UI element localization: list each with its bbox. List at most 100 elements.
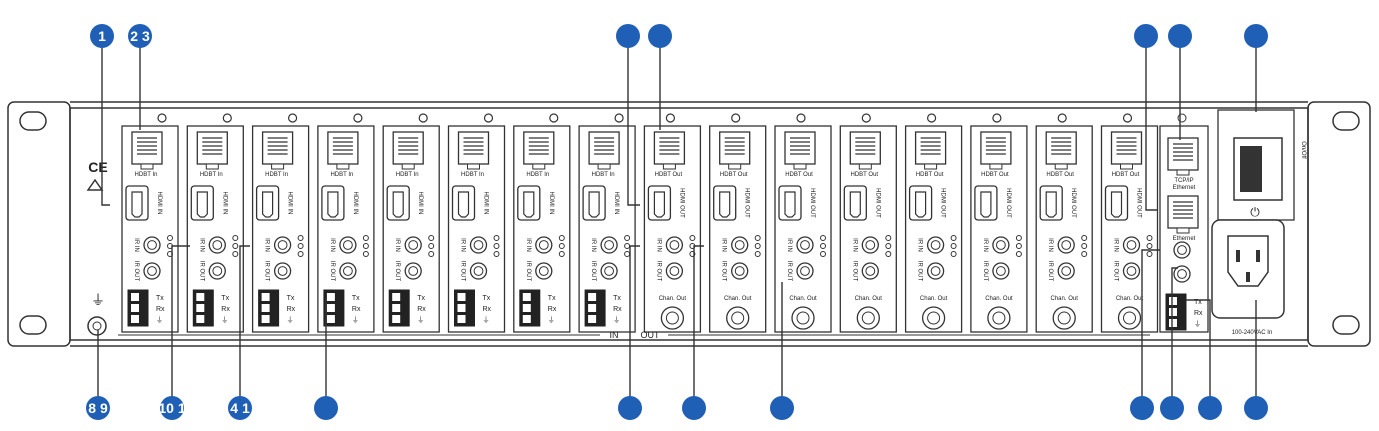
serial-pin-label: Rx — [548, 306, 557, 313]
callout-leaders — [97, 36, 1257, 408]
port-vertical-label: IR IN — [917, 238, 923, 252]
callout-marker — [1160, 396, 1184, 420]
port-vertical-label: IR IN — [721, 238, 727, 252]
hdmi-port — [255, 185, 280, 221]
port-label: HDBT Out — [1112, 172, 1140, 178]
serial-pin-label: ⏚ — [156, 316, 163, 324]
hdmi-socket — [849, 191, 861, 218]
led-indicator — [820, 243, 826, 249]
hdmi-port — [974, 185, 998, 221]
serial-screw — [196, 293, 205, 301]
hdmi-port — [843, 185, 867, 221]
port-vertical-label: HDMI OUT — [1005, 188, 1011, 218]
serial-pin-label: Rx — [221, 306, 230, 313]
port-vertical-label: IR IN — [133, 238, 139, 252]
led-indicator — [754, 251, 761, 257]
led-indicator — [428, 235, 435, 241]
callout-marker — [314, 396, 338, 420]
port-vertical-label: HDMI OUT — [678, 188, 684, 218]
rj45-port — [1110, 131, 1143, 165]
port-vertical-label: IR IN — [590, 238, 596, 252]
callout-marker — [128, 24, 152, 48]
callout-number: 4 1 — [230, 400, 250, 416]
port-vertical-label: IR OUT — [590, 261, 596, 282]
rj45-port — [392, 131, 424, 165]
port-vertical-label: IR OUT — [1113, 261, 1119, 282]
port-vertical-label: IR OUT — [329, 261, 335, 282]
hdmi-port — [778, 185, 802, 221]
port-label: HDBT In — [461, 172, 484, 178]
serial-screw — [131, 304, 139, 312]
rj45-port — [327, 131, 359, 165]
serial-pin-label: ⏚ — [221, 316, 228, 324]
rj45-port — [457, 131, 490, 165]
callout-marker — [1244, 396, 1268, 420]
hdmi-socket — [131, 191, 143, 218]
power-section: On/Off⏻100-240VAC In — [1211, 109, 1306, 336]
serial-pin-label: Rx — [483, 306, 492, 313]
port-vertical-label: IR IN — [460, 238, 466, 252]
hdmi-socket — [392, 191, 404, 218]
hdmi-port — [647, 185, 672, 221]
jack-inner — [604, 266, 614, 276]
serial-screw — [261, 304, 270, 312]
port-vertical-label: IR IN — [655, 238, 661, 252]
ground-screw-center — [92, 321, 102, 331]
screw-icon — [926, 113, 937, 123]
serial-screw — [196, 315, 205, 323]
led-indicator — [624, 243, 631, 249]
port-label: HDBT Out — [655, 172, 683, 178]
serial-pin-label: Tx — [156, 295, 164, 302]
chassis — [69, 101, 1309, 347]
port-vertical-label: IR IN — [786, 238, 792, 252]
audio-jack-inner — [1123, 311, 1136, 325]
serial-pin-label: Rx — [156, 306, 165, 313]
hdmi-port — [1104, 185, 1129, 221]
serial-pin-label: Rx — [613, 306, 622, 313]
led-indicator — [885, 251, 892, 257]
serial-screw — [457, 304, 466, 312]
screw-icon — [483, 113, 494, 123]
callout-marker — [160, 396, 184, 420]
screw-icon — [418, 113, 428, 123]
serial-screw — [131, 293, 139, 301]
ethernet2-label: Ethernet — [1173, 236, 1196, 242]
serial-screw — [326, 315, 335, 323]
port-vertical-label: HDMI IN — [156, 192, 162, 215]
port-vertical-label: IR OUT — [198, 261, 204, 282]
serial-pin-label: ⏚ — [483, 316, 490, 324]
hdmi-socket — [980, 191, 992, 218]
power-switch-rocker — [1240, 146, 1262, 192]
rj45-latch — [662, 163, 676, 170]
led-indicator — [1081, 235, 1088, 241]
port-vertical-label: IR IN — [1047, 238, 1053, 252]
port-label: HDBT In — [330, 172, 353, 178]
port-vertical-label: IR OUT — [917, 261, 923, 282]
port-label: HDBT Out — [1046, 172, 1074, 178]
serial-screw — [392, 304, 401, 312]
jack-inner — [343, 240, 353, 250]
port-vertical-label: HDMI IN — [417, 192, 423, 215]
port-vertical-label: IR OUT — [1047, 261, 1053, 282]
rj45-latch — [401, 163, 415, 170]
callout-number: 10 1 — [158, 400, 185, 416]
jack-inner — [865, 266, 876, 276]
port-vertical-label: HDMI IN — [548, 192, 554, 215]
hdmi-port — [517, 185, 541, 221]
jack-inner — [865, 240, 876, 250]
power-symbol-icon: ⏻ — [1250, 205, 1260, 219]
led-indicator — [754, 243, 761, 249]
rack-ear-right — [1307, 101, 1371, 347]
led-indicator — [297, 235, 304, 241]
serial-pin-label: ⏚ — [1194, 320, 1201, 328]
screw-icon — [992, 113, 1002, 123]
port-vertical-label: IR IN — [982, 238, 988, 252]
port-vertical-label: IR IN — [1113, 238, 1119, 252]
audio-jack-inner — [1057, 311, 1071, 325]
jack-inner — [1061, 240, 1072, 250]
hdmi-socket — [457, 191, 470, 218]
